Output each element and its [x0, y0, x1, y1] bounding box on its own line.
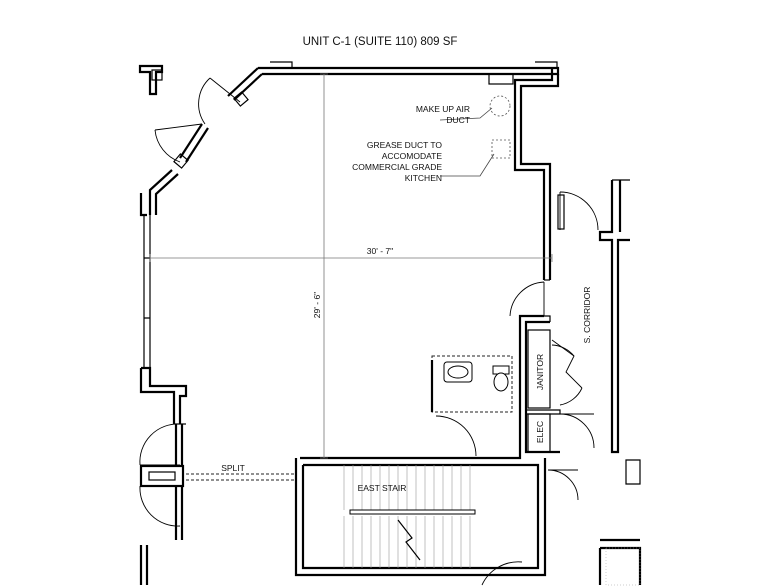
corridor-walls	[598, 179, 642, 586]
makeup-air-note-1: MAKE UP AIR	[416, 104, 470, 114]
service-closets	[527, 329, 551, 453]
width-dimension: 30' - 7"	[367, 246, 393, 256]
depth-dimension: 29' - 6"	[312, 292, 322, 318]
column-marker	[138, 64, 164, 96]
makeup-air-note-2: DUCT	[446, 115, 470, 125]
elec-label: ELEC	[535, 421, 545, 443]
plan-title: UNIT C-1 (SUITE 110) 809 SF	[303, 36, 458, 48]
grease-duct-note-3: COMMERCIAL GRADE	[352, 162, 442, 172]
east-stair	[294, 458, 547, 577]
grease-duct-note-4: KITCHEN	[405, 173, 442, 183]
lower-left-walls	[139, 424, 185, 585]
grease-duct-note-2: ACCOMODATE	[382, 151, 443, 161]
duct-symbols	[489, 95, 511, 159]
door-swings	[139, 77, 599, 586]
dimension-lines	[149, 73, 553, 459]
note-leaders	[439, 107, 495, 177]
restroom	[430, 355, 513, 413]
grease-duct-note-1: GREASE DUCT TO	[367, 140, 442, 150]
unit-walls	[139, 61, 561, 460]
split-label: SPLIT	[221, 463, 245, 473]
split-line	[186, 473, 296, 481]
corridor-label: S. CORRIDOR	[582, 287, 592, 344]
janitor-label: JANITOR	[535, 354, 545, 390]
stair-label: EAST STAIR	[358, 483, 407, 493]
